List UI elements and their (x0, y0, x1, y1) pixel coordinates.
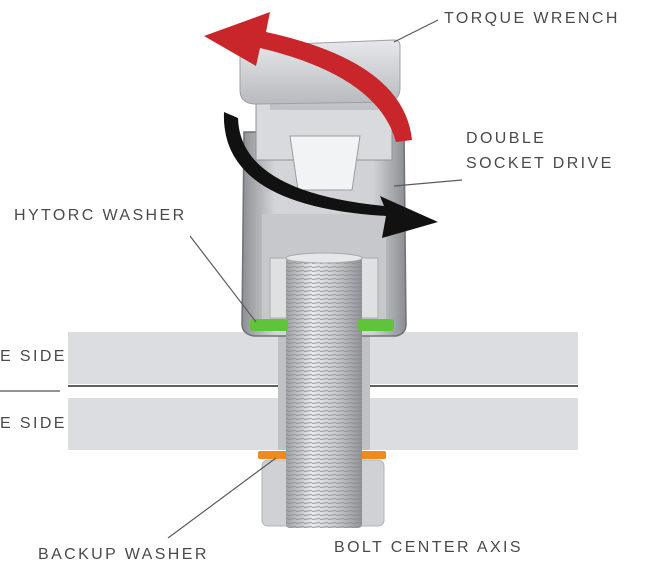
label-double: DOUBLE (466, 130, 547, 147)
label-bolt-center-axis: BOLT CENTER AXIS (334, 539, 523, 556)
label-backup-washer: BACKUP WASHER (38, 546, 209, 563)
leader-double-socket-drive (393, 179, 463, 187)
label-socket-drive: SOCKET DRIVE (466, 155, 614, 172)
rotation-arrow-bottom (223, 112, 438, 238)
hytorc-washer-right (358, 319, 394, 331)
backup-washer-right (356, 451, 386, 459)
backup-washer-left (258, 451, 288, 459)
label-torque-wrench: TORQUE WRENCH (444, 10, 620, 27)
rotation-arrow-top (204, 12, 412, 142)
label-upper-side: E SIDE (0, 348, 67, 365)
hytorc-washer-left (250, 319, 288, 331)
label-double-socket-drive: DOUBLE SOCKET DRIVE (466, 128, 614, 175)
bolt-threads (286, 256, 362, 528)
socket-slot (289, 135, 361, 191)
leader-backup-washer (167, 457, 277, 539)
label-hytorc-washer: HYTORC WASHER (14, 207, 187, 224)
bolt-tip (285, 252, 363, 264)
leader-hytorc-washer (189, 235, 257, 323)
label-lower-side: E SIDE (0, 415, 67, 432)
leader-torque-wrench (393, 19, 439, 43)
